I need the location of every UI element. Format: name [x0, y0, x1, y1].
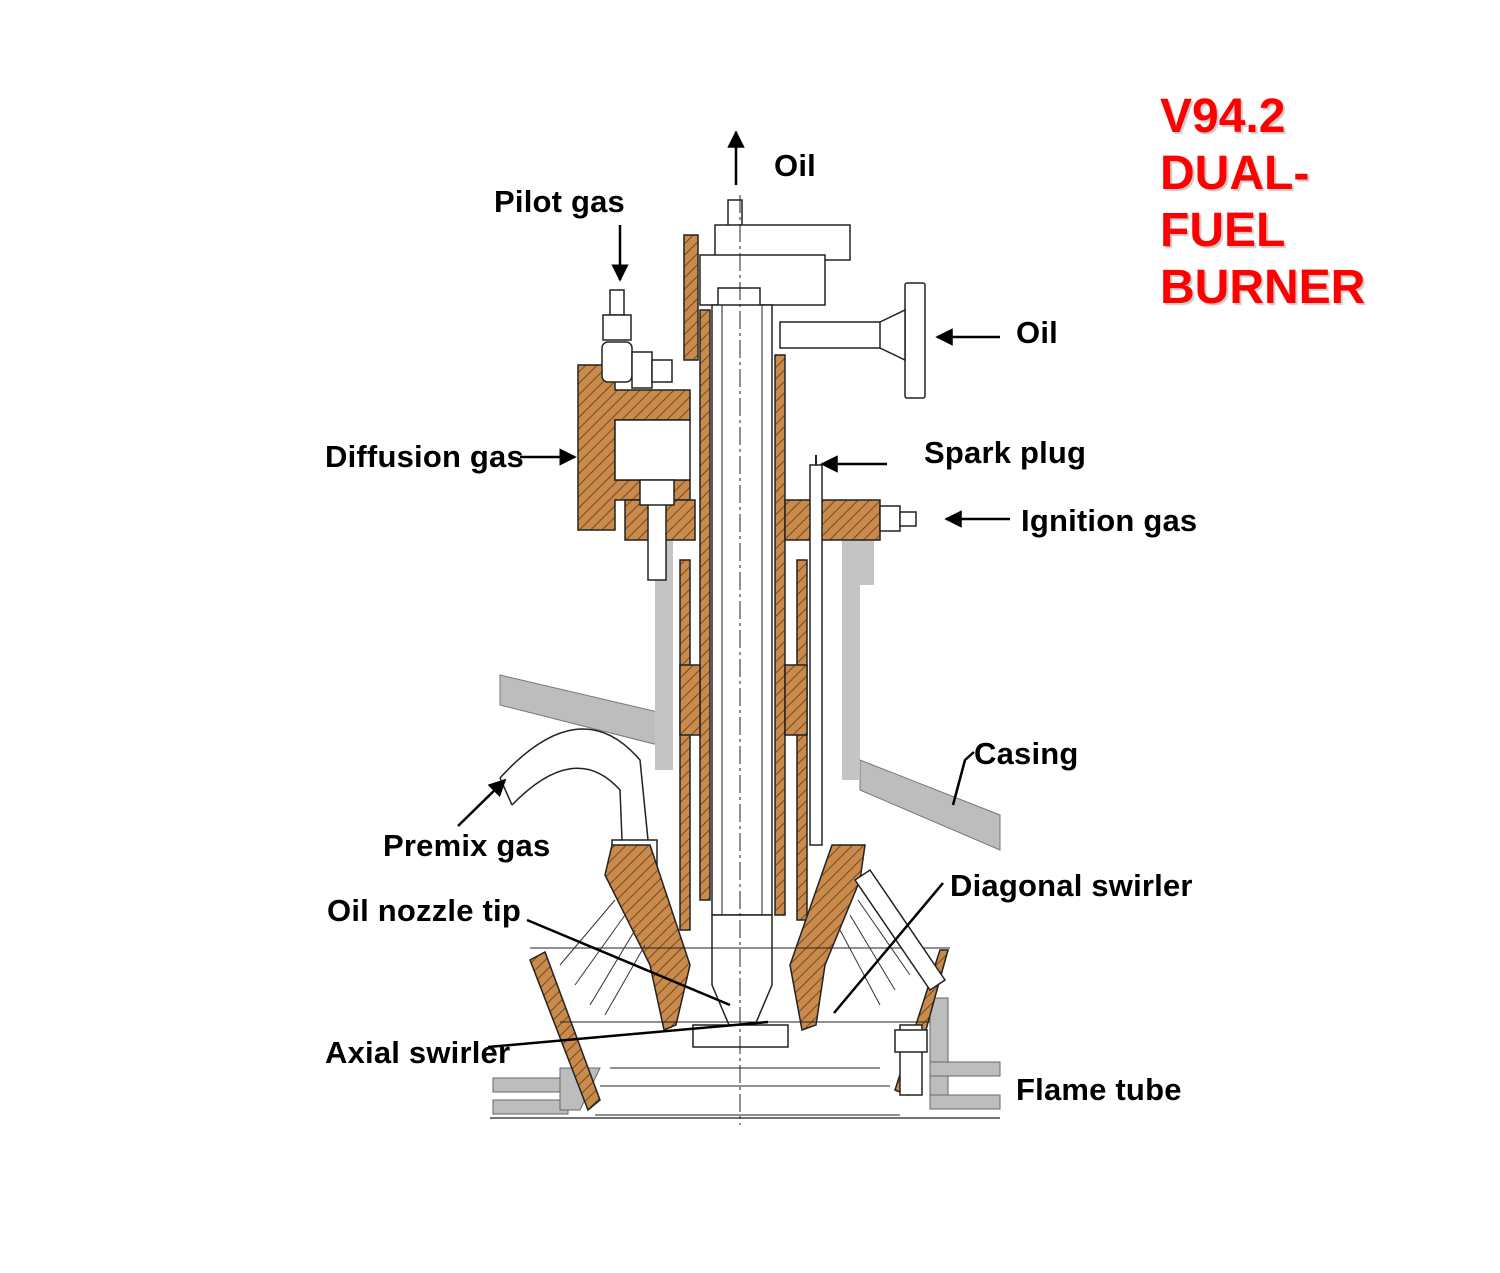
casing-plates — [499, 540, 1001, 851]
oil-nozzle-tip-leader — [526, 918, 731, 1007]
label-oil-top: Oil — [774, 148, 816, 183]
label-casing: Casing — [974, 736, 1079, 771]
axial-swirler-leader — [487, 1020, 769, 1049]
casing-leader — [951, 751, 975, 806]
label-diagonal-swirler: Diagonal swirler — [950, 868, 1193, 903]
label-ignition-gas: Ignition gas — [1021, 503, 1198, 538]
diagram-title: V94.2 DUAL- FUEL BURNER — [1160, 88, 1365, 316]
label-diffusion-gas: Diffusion gas — [325, 439, 524, 474]
label-axial-swirler: Axial swirler — [325, 1035, 511, 1070]
title-line-1: V94.2 — [1160, 90, 1286, 143]
swirler-cone — [529, 844, 950, 1116]
title-line-2: DUAL- — [1160, 147, 1310, 200]
label-oil-side: Oil — [1016, 315, 1058, 350]
leader-lines — [487, 751, 975, 1049]
title-line-3: FUEL — [1160, 204, 1286, 257]
label-spark-plug: Spark plug — [924, 435, 1087, 470]
title-line-4: BURNER — [1160, 261, 1366, 314]
annotation-arrows — [457, 130, 1010, 827]
label-flame-tube: Flame tube — [1016, 1072, 1182, 1107]
label-oil-nozzle-tip: Oil nozzle tip — [327, 893, 521, 928]
diagonal-swirler-leader — [833, 882, 944, 1014]
burner-body — [577, 199, 926, 1048]
label-pilot-gas: Pilot gas — [494, 184, 625, 219]
label-premix-gas: Premix gas — [383, 828, 551, 863]
premix-gas-arrow — [457, 778, 507, 827]
